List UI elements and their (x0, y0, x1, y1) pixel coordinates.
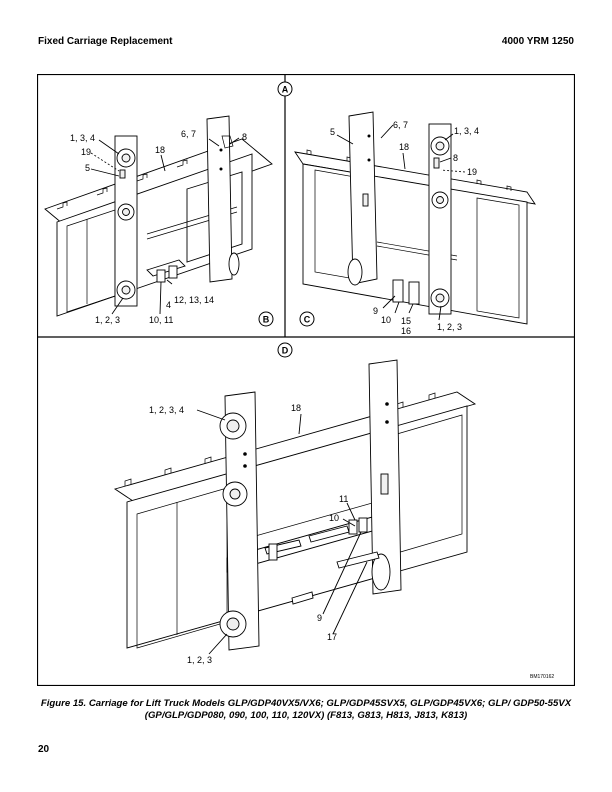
callout-d-11: 11 (339, 494, 348, 504)
panel-label-b-text: B (263, 315, 270, 325)
panel-label-c: C (299, 311, 315, 327)
callout-c-18: 18 (399, 142, 409, 152)
panel-label-d-text: D (282, 346, 289, 356)
carriage-figure: A B C D (37, 74, 575, 686)
callout-d-17: 17 (327, 632, 337, 642)
callout-b-121314: 12, 13, 14 (174, 295, 214, 305)
callout-b-1011: 10, 11 (149, 315, 173, 325)
callout-d-1234: 1, 2, 3, 4 (149, 405, 184, 415)
callout-b-18: 18 (155, 145, 165, 155)
panel-c-drawing (294, 111, 536, 325)
panel-label-c-text: C (304, 315, 311, 325)
page-number: 20 (38, 744, 50, 755)
panel-b-drawing (44, 115, 273, 317)
drawing-code: BM170162 (530, 674, 554, 680)
callout-b-8: 8 (242, 132, 247, 142)
callout-b-67: 6, 7 (181, 129, 196, 139)
panel-label-a: A (277, 81, 293, 97)
callout-c-134: 1, 3, 4 (454, 126, 479, 136)
callout-c-8: 8 (453, 153, 458, 163)
callout-c-5: 5 (330, 127, 335, 137)
callout-c-123: 1, 2, 3 (437, 322, 462, 332)
callout-b-19: 19 (81, 147, 91, 157)
figure-frame (37, 74, 575, 686)
callout-b-4: 4 (166, 300, 171, 310)
document-number: 4000 YRM 1250 (501, 36, 574, 47)
callout-d-10: 10 (329, 513, 339, 523)
callout-b-134: 1, 3, 4 (70, 133, 95, 143)
callout-b-5: 5 (85, 163, 90, 173)
callout-c-67: 6, 7 (393, 120, 408, 130)
callout-c-19: 19 (467, 167, 477, 177)
callout-c-9: 9 (373, 306, 378, 316)
callout-c-15: 15 (401, 316, 411, 326)
callout-c-10: 10 (381, 315, 391, 325)
figure-caption: Figure 15. Carriage for Lift Truck Model… (40, 698, 572, 722)
panel-d-drawing (113, 359, 477, 655)
callout-c-16: 16 (401, 326, 411, 336)
callout-d-123: 1, 2, 3 (187, 655, 212, 665)
section-title: Fixed Carriage Replacement (38, 36, 173, 47)
callout-d-18: 18 (291, 403, 301, 413)
panel-label-a-text: A (282, 85, 289, 95)
panel-label-d: D (277, 342, 293, 358)
panel-label-b: B (258, 311, 274, 327)
callout-d-9: 9 (317, 613, 322, 623)
callout-b-123: 1, 2, 3 (95, 315, 120, 325)
